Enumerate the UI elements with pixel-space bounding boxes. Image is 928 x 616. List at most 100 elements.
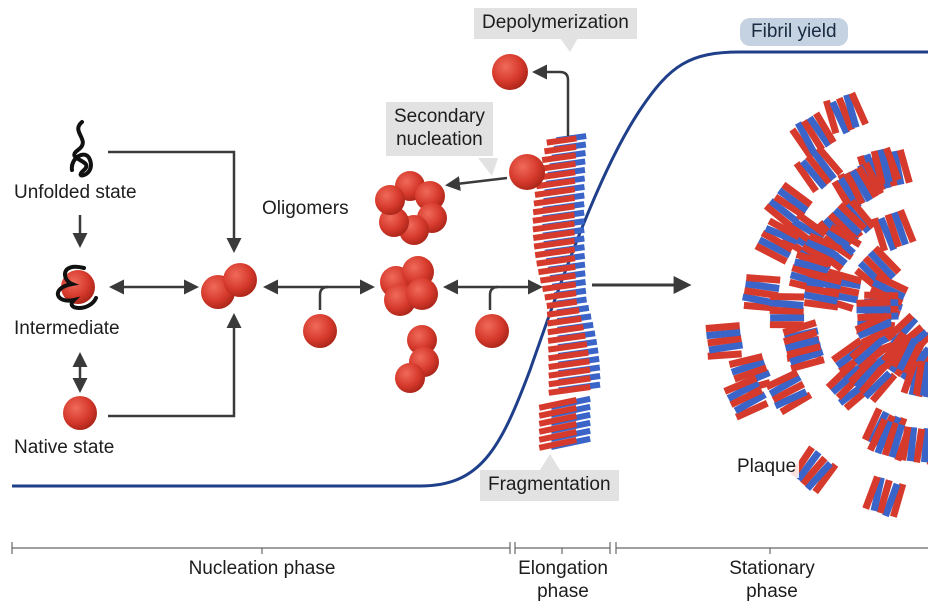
fibril-strand-red — [544, 143, 577, 155]
unfolded-protein-icon — [69, 120, 93, 178]
plaque-strand — [786, 343, 822, 359]
plaque-strand — [810, 149, 837, 181]
plaque-strand — [862, 370, 892, 400]
plaque-strand — [874, 272, 909, 294]
plaque-strand — [883, 146, 902, 182]
plaque-strand — [805, 154, 833, 186]
monomer-addition-hook — [318, 285, 329, 310]
plaque-strand — [705, 322, 740, 332]
fragment-strand-red — [538, 421, 578, 435]
plaque-strand — [825, 228, 856, 256]
fibril-strand-red — [542, 281, 577, 293]
plaque-strand — [726, 379, 761, 402]
fragmentation-callout-pointer — [540, 454, 560, 470]
plaque-strand — [856, 306, 891, 314]
plaque-strand — [849, 332, 880, 361]
plaque-strand — [897, 209, 917, 244]
depolymerized-monomer — [492, 54, 528, 90]
plaque-strand — [795, 121, 818, 155]
plaque-strand — [807, 270, 843, 286]
stationary-line2: phase — [746, 580, 798, 602]
plaque-strand — [804, 461, 833, 491]
plaque-strand — [891, 211, 909, 246]
plaque-strand — [867, 417, 888, 452]
plaque-strand — [912, 360, 925, 396]
plaque-strand — [812, 462, 839, 495]
plaque-strand — [743, 287, 779, 300]
plaque-strand — [869, 372, 898, 404]
plaque-strand — [829, 100, 850, 135]
fibril-strand-red — [537, 169, 576, 181]
fibril-strand-red — [534, 246, 576, 259]
fibril-strand-red — [547, 332, 586, 344]
plaque-strand — [769, 306, 804, 315]
plaque-strand — [867, 250, 897, 280]
plaque-strand — [806, 115, 832, 148]
plaque-strand — [883, 336, 907, 370]
native-state-label: Native state — [14, 437, 115, 458]
plaque-strand — [795, 450, 822, 482]
plaque-strand — [870, 150, 886, 185]
plaque-strand — [773, 388, 808, 410]
ring-oligomer — [375, 171, 447, 245]
plaque-strand — [827, 211, 857, 242]
secondary-nucleation-line2: nucleation — [396, 128, 483, 150]
plaque-strand — [793, 161, 819, 194]
plaque-strand — [707, 334, 742, 347]
plaque-strand — [890, 334, 912, 369]
plaque-strand — [832, 207, 863, 236]
plaque-strand — [789, 348, 824, 366]
fragment-strand-red — [538, 397, 578, 411]
plaque-strand — [764, 225, 799, 245]
plaque-strand — [729, 386, 764, 408]
plaque-strand — [896, 148, 913, 184]
plaque-strand — [900, 359, 919, 395]
fibril-strand-red — [534, 186, 576, 198]
plaque-strand — [803, 299, 839, 311]
plaque-strand — [771, 380, 806, 403]
plaque-strand — [902, 341, 925, 375]
plaque-strand — [877, 148, 893, 184]
plaque-strand — [757, 236, 792, 259]
stationary-phase-label: Stationary phase — [712, 558, 832, 604]
plaque-strand — [825, 361, 856, 390]
fibril-strand-red — [548, 366, 591, 379]
monomer-addition-hook-2 — [488, 285, 499, 310]
fibril-strand-red — [533, 237, 575, 250]
plaque-strand — [806, 278, 842, 290]
plaque-strand — [848, 355, 877, 385]
plaque-strand — [754, 242, 788, 265]
secondary-nucleation-callout: Secondary nucleation — [386, 102, 493, 156]
fibril-strand-red — [539, 160, 576, 172]
fibril-strand-red — [548, 375, 591, 388]
elongating-fibril — [532, 133, 601, 396]
plaque-strand — [730, 357, 766, 376]
plaque-strand — [827, 268, 863, 285]
plaque-strand — [849, 198, 877, 230]
native-monomer — [63, 396, 97, 430]
plaque-strand — [884, 312, 915, 342]
plaque-strand — [830, 366, 861, 395]
plaque-strand — [881, 421, 899, 457]
fragment-strand-red — [538, 413, 578, 427]
plaque-strand — [813, 111, 837, 145]
plaque-strand — [782, 328, 818, 346]
linear-oligomer — [395, 325, 439, 393]
plaque-strand — [808, 232, 843, 253]
plaque-strand — [843, 171, 866, 206]
plaque-strand — [829, 224, 862, 248]
plaque-strand — [804, 284, 840, 298]
fibril-strand-red — [547, 341, 588, 353]
fragment-strand-red — [538, 437, 578, 451]
fibril-strand-red — [547, 324, 584, 336]
plaque-strand — [765, 369, 799, 391]
plaque-strand — [871, 217, 889, 252]
free-monomer-2 — [475, 314, 509, 348]
plaque-strand — [899, 426, 912, 461]
fibril-yield-label: Fibril yield — [740, 18, 848, 46]
plaque-strand — [769, 299, 804, 309]
plaque-strand — [882, 482, 901, 518]
fibril-strand-red — [536, 255, 576, 267]
unfolded-state-label: Unfolded state — [14, 182, 137, 203]
plaque-strand — [733, 364, 768, 383]
